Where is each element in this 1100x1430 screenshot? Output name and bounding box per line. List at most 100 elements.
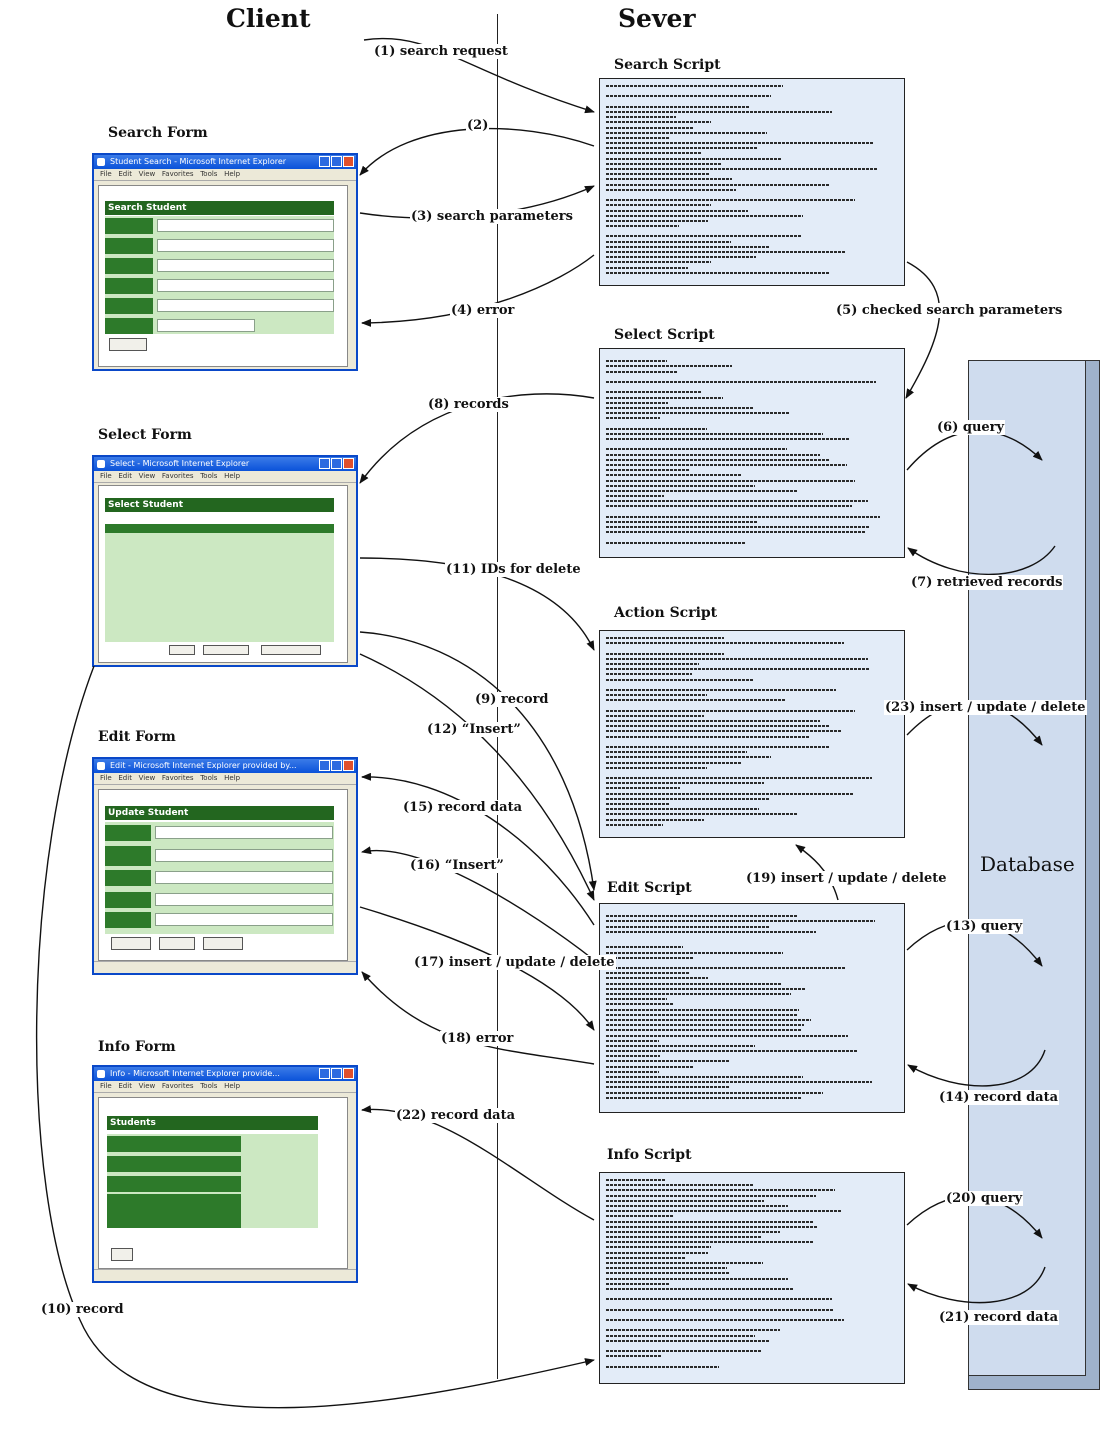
code-line bbox=[606, 432, 824, 435]
select-script-code bbox=[606, 355, 898, 547]
code-line bbox=[606, 1034, 849, 1037]
code-line bbox=[606, 782, 764, 785]
code-line bbox=[606, 725, 830, 728]
delete-button[interactable] bbox=[169, 645, 195, 655]
action-script-title: Action Script bbox=[614, 605, 718, 621]
cancel-button[interactable] bbox=[203, 937, 243, 950]
ie-icon bbox=[97, 762, 105, 770]
arrow-13-label: (13) query bbox=[945, 919, 1024, 934]
code-line bbox=[606, 1039, 659, 1042]
code-line bbox=[606, 662, 700, 665]
code-line bbox=[606, 162, 721, 165]
code-line bbox=[606, 142, 874, 145]
code-line bbox=[606, 1044, 755, 1047]
edit-first-name-field[interactable] bbox=[155, 849, 333, 862]
code-line bbox=[606, 1199, 764, 1202]
menu-bar[interactable]: File Edit View Favorites Tools Help bbox=[94, 1081, 356, 1093]
close-icon[interactable] bbox=[343, 760, 354, 771]
first-name-input[interactable] bbox=[157, 239, 334, 252]
code-line bbox=[606, 1262, 763, 1264]
edit-age-field[interactable] bbox=[155, 893, 333, 906]
code-line bbox=[606, 1003, 675, 1006]
close-icon[interactable] bbox=[343, 458, 354, 469]
minimize-icon[interactable] bbox=[319, 156, 330, 167]
select-table-bg bbox=[105, 524, 334, 642]
code-line bbox=[606, 168, 878, 170]
window-controls[interactable] bbox=[319, 1068, 354, 1079]
code-line bbox=[606, 915, 799, 918]
action-script-box bbox=[599, 630, 905, 838]
code-line bbox=[606, 131, 767, 134]
code-line bbox=[606, 1086, 730, 1089]
code-line bbox=[606, 803, 669, 805]
window-controls[interactable] bbox=[319, 156, 354, 167]
code-line bbox=[606, 505, 853, 508]
code-line bbox=[606, 709, 856, 712]
code-line bbox=[606, 1091, 824, 1094]
delete-button[interactable] bbox=[159, 937, 195, 950]
code-line bbox=[606, 448, 787, 451]
code-line bbox=[606, 1018, 812, 1021]
arrow-7-label: (7) retrieved records bbox=[910, 575, 1064, 590]
code-line bbox=[606, 245, 769, 248]
code-line bbox=[606, 458, 831, 461]
arrow-18 bbox=[361, 971, 595, 1065]
age-input[interactable] bbox=[157, 279, 334, 292]
window-controls[interactable] bbox=[319, 760, 354, 771]
database-label: Database bbox=[980, 852, 1075, 876]
code-line bbox=[606, 406, 753, 409]
arrow-15-label: (15) record data bbox=[402, 800, 524, 815]
search-heading: Search Student bbox=[105, 201, 334, 215]
maximize-icon[interactable] bbox=[331, 1068, 342, 1079]
code-line bbox=[606, 178, 732, 181]
minimize-icon[interactable] bbox=[319, 458, 330, 469]
select-page: Select Student bbox=[98, 485, 348, 663]
code-line bbox=[606, 147, 758, 150]
arrow-6-label: (6) query bbox=[936, 420, 1006, 435]
submit-button[interactable] bbox=[109, 338, 147, 351]
code-line bbox=[606, 116, 676, 119]
code-line bbox=[606, 1184, 753, 1187]
edit-gender-field[interactable] bbox=[155, 913, 333, 926]
menu-bar[interactable]: File Edit View Favorites Tools Help bbox=[94, 169, 356, 181]
arrow-19-label: (19) insert / update / delete bbox=[745, 871, 948, 886]
edit-last-name-field[interactable] bbox=[155, 871, 333, 884]
edit-id-field[interactable] bbox=[155, 826, 333, 839]
window-controls[interactable] bbox=[319, 458, 354, 469]
insert-button[interactable] bbox=[203, 645, 249, 655]
maximize-icon[interactable] bbox=[331, 458, 342, 469]
close-icon[interactable] bbox=[343, 1068, 354, 1079]
code-line bbox=[606, 225, 679, 228]
info-form-title: Info Form bbox=[98, 1039, 176, 1055]
student-id-input[interactable] bbox=[157, 219, 334, 232]
dropdown-select[interactable] bbox=[157, 319, 255, 332]
code-line bbox=[606, 173, 711, 176]
minimize-icon[interactable] bbox=[319, 1068, 330, 1079]
code-line bbox=[606, 1339, 771, 1342]
close-icon[interactable] bbox=[343, 156, 354, 167]
last-name-input[interactable] bbox=[157, 259, 334, 272]
menu-bar[interactable]: File Edit View Favorites Tools Help bbox=[94, 471, 356, 483]
code-line bbox=[606, 489, 798, 492]
maximize-icon[interactable] bbox=[331, 156, 342, 167]
code-line bbox=[606, 1055, 661, 1058]
back-button[interactable] bbox=[111, 1248, 133, 1261]
update-button[interactable] bbox=[111, 937, 151, 950]
code-line bbox=[606, 998, 668, 1001]
maximize-icon[interactable] bbox=[331, 760, 342, 771]
edit-script-code bbox=[606, 910, 898, 1102]
minimize-icon[interactable] bbox=[319, 760, 330, 771]
code-line bbox=[606, 427, 708, 430]
code-line bbox=[606, 121, 711, 124]
search-again-button[interactable] bbox=[261, 645, 321, 655]
code-line bbox=[606, 761, 741, 764]
code-line bbox=[606, 930, 816, 933]
menu-bar[interactable]: File Edit View Favorites Tools Help bbox=[94, 773, 356, 785]
code-line bbox=[606, 920, 875, 923]
code-line bbox=[606, 240, 731, 243]
arrow-5-label: (5) checked search parameters bbox=[835, 303, 1064, 318]
search-script-title: Search Script bbox=[614, 57, 721, 73]
code-line bbox=[606, 818, 705, 821]
arrow-15 bbox=[361, 772, 595, 926]
gender-input[interactable] bbox=[157, 299, 334, 312]
